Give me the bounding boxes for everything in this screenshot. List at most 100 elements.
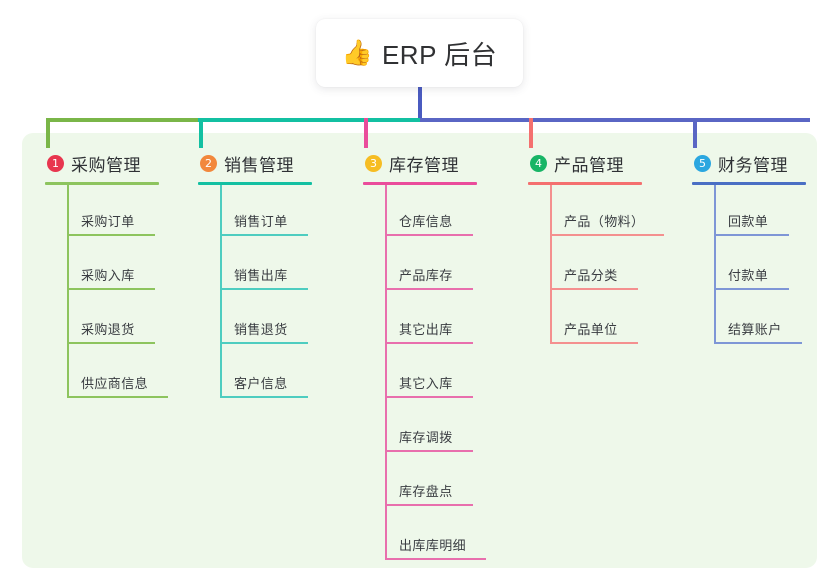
branch-item-underline (385, 234, 473, 236)
branch-underline (528, 182, 642, 185)
branch-item-label: 客户信息 (234, 376, 288, 391)
branch-item-label: 产品分类 (564, 268, 618, 283)
branch-item-label: 出库库明细 (399, 538, 467, 553)
branches-panel (22, 133, 817, 568)
branch-spine (67, 185, 69, 398)
branch-item[interactable]: 回款单 (692, 185, 806, 239)
branch-item[interactable]: 产品单位 (528, 293, 642, 347)
branch-item[interactable]: 采购入库 (45, 239, 159, 293)
branch-item-label: 销售订单 (234, 214, 288, 229)
branch-number-badge: 5 (694, 154, 711, 172)
branch-header-sales[interactable]: 2 销售管理 (198, 151, 312, 175)
branch-item-underline (385, 504, 473, 506)
branch-title: 采购管理 (71, 155, 141, 175)
branch-header-finance[interactable]: 5 财务管理 (692, 151, 806, 175)
branch-underline (198, 182, 312, 185)
branch-item-label: 其它出库 (399, 322, 453, 337)
branch-item-label: 供应商信息 (81, 376, 149, 391)
branch-item-label: 付款单 (728, 268, 769, 283)
connector-drop-finance (693, 118, 697, 148)
branch-item[interactable]: 销售订单 (198, 185, 312, 239)
branch-title: 财务管理 (718, 155, 788, 175)
branch-title: 产品管理 (554, 155, 624, 175)
branch-item-label: 采购入库 (81, 268, 135, 283)
branch-item-underline (67, 342, 155, 344)
branch-title: 销售管理 (224, 155, 294, 175)
branch-item-underline (714, 234, 789, 236)
connector-bar-segment-green (47, 118, 198, 122)
branch-item-underline (385, 396, 473, 398)
branch-item-underline (67, 288, 155, 290)
branch-item-label: 其它入库 (399, 376, 453, 391)
branch-item-label: 采购退货 (81, 322, 135, 337)
branch-spine (550, 185, 552, 344)
branch-item-label: 产品（物料） (564, 214, 645, 229)
branch-title: 库存管理 (389, 155, 459, 175)
branch-item-underline (550, 288, 638, 290)
branch-item[interactable]: 客户信息 (198, 347, 312, 401)
branch-item-label: 回款单 (728, 214, 769, 229)
branch-item[interactable]: 销售出库 (198, 239, 312, 293)
branch-underline (45, 182, 159, 185)
connector-drop-inventory (364, 118, 368, 148)
branch-item-label: 库存盘点 (399, 484, 453, 499)
branch-item[interactable]: 库存盘点 (363, 455, 477, 509)
branch-sales[interactable]: 2 销售管理销售订单销售出库销售退货客户信息 (198, 151, 312, 401)
branch-item[interactable]: 销售退货 (198, 293, 312, 347)
branch-items-purchasing: 采购订单采购入库采购退货供应商信息 (45, 185, 168, 401)
branch-item[interactable]: 供应商信息 (45, 347, 168, 401)
branch-product[interactable]: 4 产品管理产品（物料） 产品分类产品单位 (528, 151, 664, 347)
branch-item-underline (714, 342, 802, 344)
branch-header-purchasing[interactable]: 1 采购管理 (45, 151, 159, 175)
branch-header-inventory[interactable]: 3 库存管理 (363, 151, 477, 175)
branch-item-label: 销售退货 (234, 322, 288, 337)
branch-item-underline (714, 288, 789, 290)
branch-item[interactable]: 采购订单 (45, 185, 159, 239)
branch-purchasing[interactable]: 1 采购管理采购订单采购入库采购退货供应商信息 (45, 151, 168, 401)
branch-item-label: 产品单位 (564, 322, 618, 337)
branch-underline (692, 182, 806, 185)
branch-item[interactable]: 采购退货 (45, 293, 159, 347)
branch-item[interactable]: 仓库信息 (363, 185, 477, 239)
connector-drop-purchasing (46, 118, 50, 148)
branch-items-inventory: 仓库信息产品库存其它出库其它入库库存调拨库存盘点出库库明细 (363, 185, 486, 563)
branch-number-badge: 1 (47, 154, 64, 172)
branch-spine (385, 185, 387, 560)
branch-item-underline (385, 450, 473, 452)
branch-number-badge: 3 (365, 154, 382, 172)
branch-item[interactable]: 产品分类 (528, 239, 642, 293)
branch-item-underline (67, 396, 168, 398)
branch-inventory[interactable]: 3 库存管理仓库信息产品库存其它出库其它入库库存调拨库存盘点出库库明细 (363, 151, 486, 563)
branch-spine (220, 185, 222, 398)
branch-item-underline (220, 396, 308, 398)
connector-bar-segment-teal (198, 118, 420, 122)
branch-items-sales: 销售订单销售出库销售退货客户信息 (198, 185, 312, 401)
branch-item-underline (220, 342, 308, 344)
branch-number-badge: 4 (530, 154, 547, 172)
branch-item-label: 仓库信息 (399, 214, 453, 229)
connector-root-stem (418, 84, 422, 122)
branch-item[interactable]: 其它入库 (363, 347, 477, 401)
branch-item[interactable]: 付款单 (692, 239, 806, 293)
branch-item[interactable]: 库存调拨 (363, 401, 477, 455)
root-node-erp-backend[interactable]: 👍 ERP 后台 (316, 19, 523, 87)
connector-bar-segment-blue (420, 118, 810, 122)
branch-item[interactable]: 出库库明细 (363, 509, 486, 563)
branch-item-label: 采购订单 (81, 214, 135, 229)
branch-finance[interactable]: 5 财务管理回款单付款单结算账户 (692, 151, 806, 347)
branch-item[interactable]: 结算账户 (692, 293, 806, 347)
root-node-title: ERP 后台 (381, 39, 498, 70)
branch-item[interactable]: 产品库存 (363, 239, 477, 293)
branch-item[interactable]: 产品（物料） (528, 185, 664, 239)
branch-item-label: 结算账户 (728, 322, 782, 337)
connector-drop-product (529, 118, 533, 148)
branch-item-underline (220, 234, 308, 236)
branch-item-label: 库存调拨 (399, 430, 453, 445)
branch-number-badge: 2 (200, 154, 217, 172)
branch-item[interactable]: 其它出库 (363, 293, 477, 347)
branch-item-underline (385, 288, 473, 290)
branch-header-product[interactable]: 4 产品管理 (528, 151, 642, 175)
branch-item-underline (67, 234, 155, 236)
branch-item-underline (550, 342, 638, 344)
